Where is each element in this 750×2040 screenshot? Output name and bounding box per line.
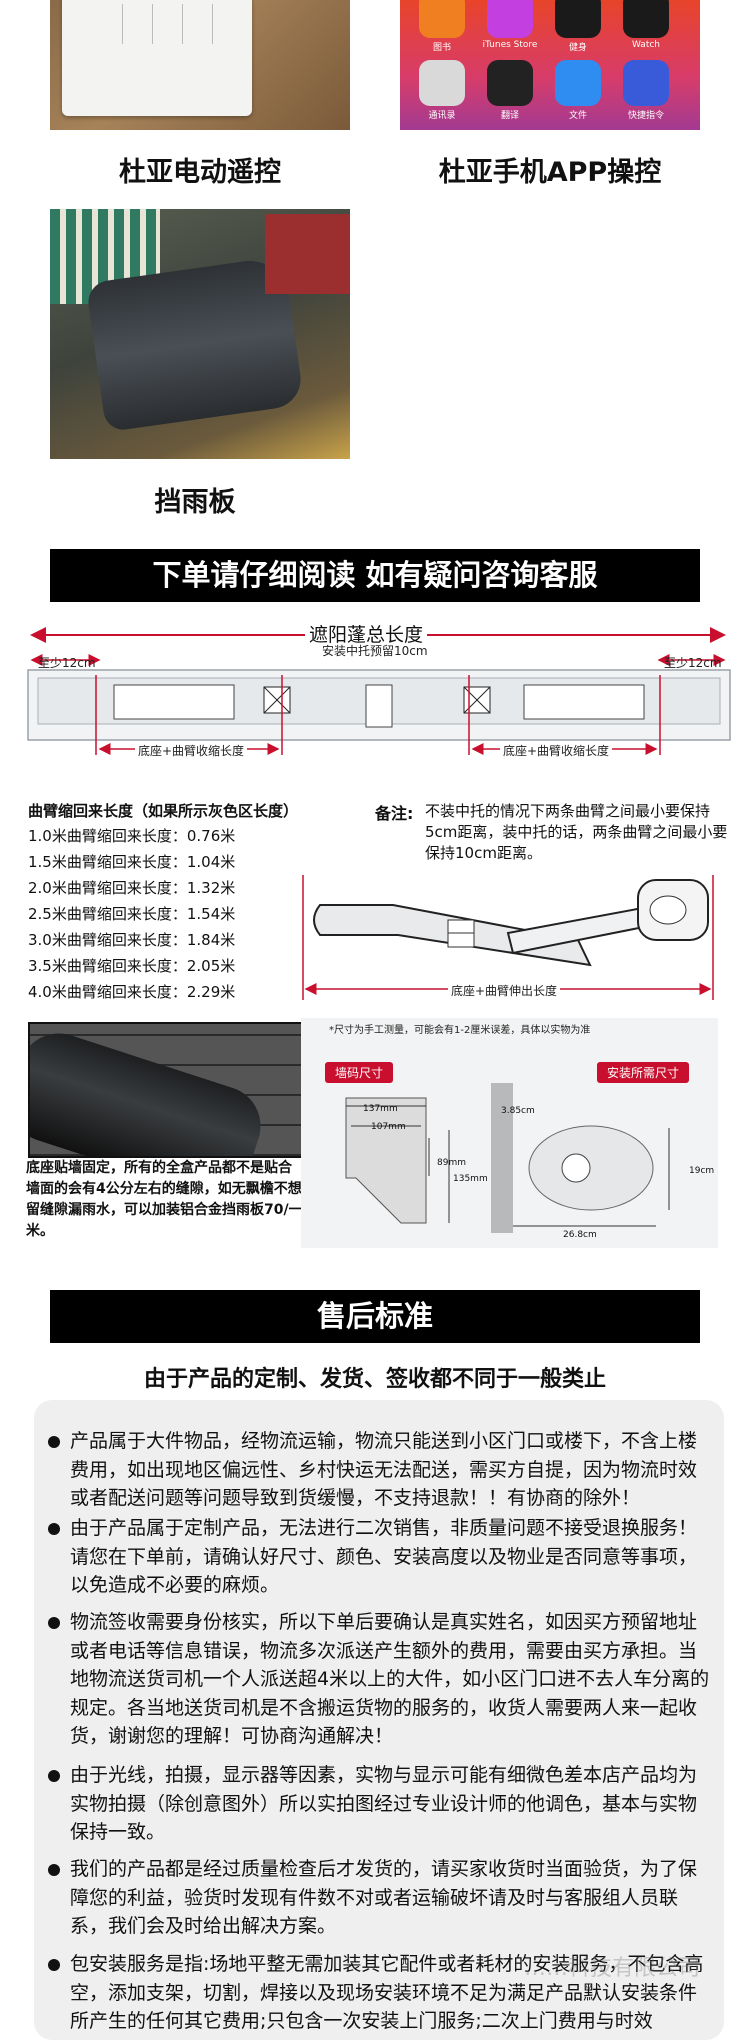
bullet-dot	[48, 1617, 60, 1629]
remark-label: 备注:	[375, 804, 414, 823]
app-icon-tile	[419, 60, 465, 106]
app-icon-tile	[419, 0, 465, 38]
app-icon-tile	[487, 60, 533, 106]
app-icon: Watch	[616, 0, 676, 50]
after-sales-item: 物流签收需要身份核实，所以下单后要确认是真实姓名，如因买方预留地址或者电话等信息…	[70, 1611, 710, 1747]
bullet-dot	[48, 1523, 60, 1535]
bullet-dot	[48, 1959, 60, 1971]
arm-length-row: 4.0米曲臂缩回来长度：2.29米	[28, 983, 236, 1001]
app-icon: iTunes Store	[480, 0, 540, 50]
dimension-label: 19cm	[689, 1166, 715, 1176]
bullet-dot	[48, 1770, 60, 1782]
app-icon-label: 文件	[568, 111, 587, 121]
after-sales-item: 由于产品属于定制产品，无法进行二次销售，非质量问题不接受退换服务！请您在下单前，…	[70, 1517, 698, 1596]
arm-length-row: 2.5米曲臂缩回来长度：1.54米	[28, 905, 236, 923]
wall-size-tag: 墙码尺寸	[325, 1062, 394, 1083]
size-illustration: *尺寸为手工测量，可能会有1-2厘米误差，具体以实物为准 墙码尺寸 安装所需尺寸…	[301, 1018, 718, 1248]
rain-caption: 挡雨板	[154, 487, 236, 518]
app-icon-label: 翻译	[500, 111, 519, 121]
app-icon-label: 健身	[568, 43, 587, 53]
phone-app-screenshot: 图书 iTunes Store 健身 Watch 通讯录 翻译 文件 快捷指令	[400, 0, 700, 130]
app-icon-label: 快捷指令	[627, 111, 664, 121]
app-icon-tile	[487, 0, 533, 38]
min-left-label: 至少12cm	[38, 656, 96, 670]
dimension-label: 3.85cm	[501, 1106, 535, 1116]
dimension-label: 89mm	[437, 1158, 466, 1168]
dimension-label: 137mm	[363, 1104, 398, 1114]
app-icon-tile	[555, 60, 601, 106]
remark-text: 不装中托的情况下两条曲臂之间最小要保持5cm距离，装中托的话，两条曲臂之间最小要…	[425, 802, 728, 862]
app-icon: 文件	[548, 60, 608, 121]
app-icon: 健身	[548, 0, 608, 53]
arm-length-row: 2.0米曲臂缩回来长度：1.32米	[28, 879, 236, 897]
app-icon-tile	[623, 0, 669, 38]
gap-note: 底座贴墙固定，所有的全盒产品都不是贴合墙面的会有4公分左右的缝隙，如无飘檐不想留…	[26, 1160, 303, 1239]
after-sales-item: 我们的产品都是经过质量检查后才发货的，请买家收货时当面验货，为了保障您的利益，验…	[70, 1858, 698, 1937]
wall-switch-plate	[62, 0, 252, 116]
awning-measure-diagram	[27, 627, 731, 755]
after-sales-item: 由于光线，拍摄，显示器等因素，实物与显示可能有细微色差本店产品均为实物拍摄（除创…	[70, 1764, 698, 1843]
order-banner: 下单请仔细阅读 如有疑问咨询客服	[50, 549, 700, 602]
arm-title: 曲臂缩回来长度（如果所示灰色区长度）	[28, 802, 299, 820]
arm-extended-diagram	[302, 875, 714, 1000]
rain-cover-photo	[50, 209, 350, 459]
arm-length-row: 1.0米曲臂缩回来长度：0.76米	[28, 827, 236, 845]
extend-label: 底座+曲臂伸出长度	[448, 982, 561, 999]
app-icon: 快捷指令	[616, 60, 676, 121]
after-sales-subtitle: 由于产品的定制、发货、签收都不同于一般类止	[143, 1367, 606, 1392]
base-right-label: 底座+曲臂收缩长度	[500, 742, 613, 759]
bullet-dot	[48, 1436, 60, 1448]
base-left-label: 底座+曲臂收缩长度	[135, 742, 248, 759]
app-icon-label: Watch	[631, 40, 661, 50]
remote-switch-photo	[50, 0, 350, 130]
dimension-label: 26.8cm	[563, 1230, 597, 1240]
after-sales-item: 产品属于大件物品，经物流运输，物流只能送到小区门口或楼下，不含上楼费用，如出现地…	[70, 1430, 698, 1509]
app-icon: 翻译	[480, 60, 540, 121]
dimension-label: 107mm	[371, 1122, 406, 1132]
app-icon-label: iTunes Store	[482, 40, 538, 50]
arm-length-row: 3.5米曲臂缩回来长度：2.05米	[28, 957, 236, 975]
remote-caption: 杜亚电动遥控	[119, 157, 281, 188]
after-sales-notes: 产品属于大件物品，经物流运输，物流只能送到小区门口或楼下，不含上楼费用，如出现地…	[34, 1400, 724, 2040]
bracket-drawing	[345, 1083, 670, 1233]
total-length-label: 遮阳蓬总长度	[305, 620, 428, 647]
app-icon-tile	[555, 0, 601, 38]
min-right-label: 至少12cm	[664, 656, 722, 670]
after-sales-banner: 售后标准	[50, 1290, 700, 1343]
app-icon-label: 通讯录	[428, 111, 456, 121]
center-note: 安装中托预留10cm	[322, 644, 428, 658]
app-icon-label: 图书	[432, 43, 451, 53]
app-caption: 杜亚手机APP操控	[438, 157, 662, 188]
app-icon-tile	[623, 60, 669, 106]
gap-photo-casing	[30, 1024, 271, 1156]
bullet-dot	[48, 1864, 60, 1876]
install-size-tag: 安装所需尺寸	[597, 1062, 690, 1083]
app-icon: 通讯录	[412, 60, 472, 121]
gap-photo	[28, 1022, 316, 1158]
arm-length-row: 1.5米曲臂缩回来长度：1.04米	[28, 853, 236, 871]
app-icon: 图书	[412, 0, 472, 53]
dimension-label: 135mm	[453, 1174, 488, 1184]
watermark: ……科技有限公司	[524, 1956, 701, 1981]
arm-length-row: 3.0米曲臂缩回来长度：1.84米	[28, 931, 236, 949]
size-note: *尺寸为手工测量，可能会有1-2厘米误差，具体以实物为准	[329, 1025, 591, 1036]
